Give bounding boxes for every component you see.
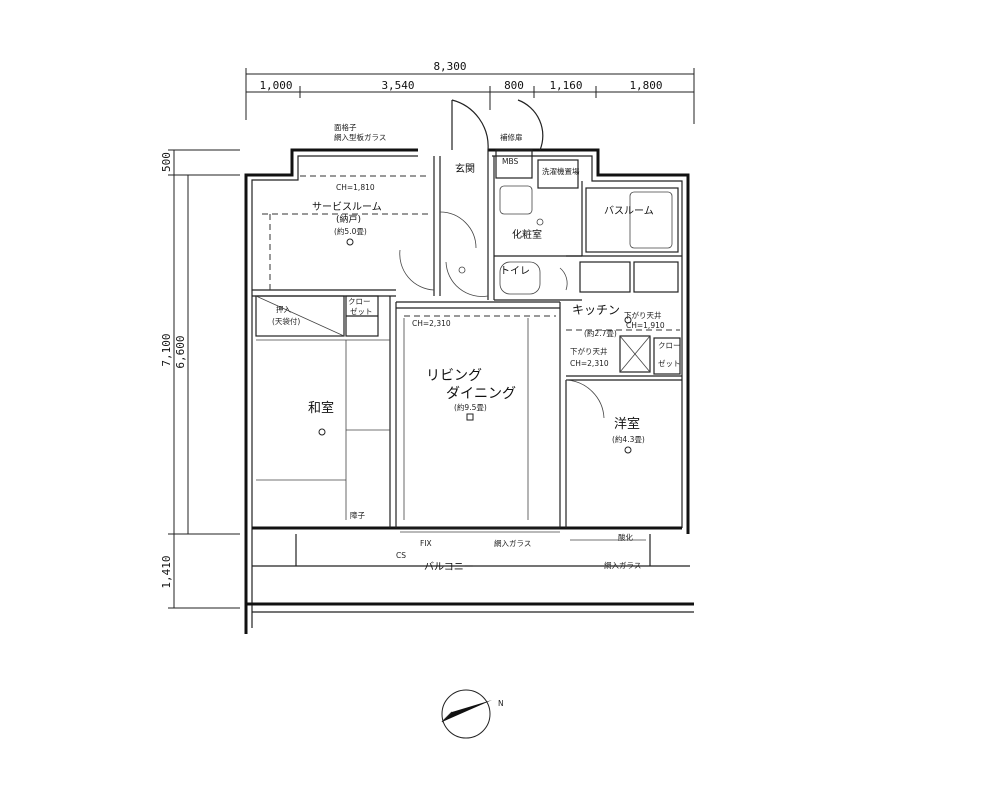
kitchen-ceiling2-label: 下がり天井 bbox=[570, 346, 608, 356]
segment-4-label: 1,160 bbox=[549, 79, 582, 92]
kitchen-ceiling-label: 下がり天井 bbox=[624, 310, 662, 320]
storage-top-label: 補修扉 bbox=[500, 132, 523, 142]
left-dimensions: 500 7,100 6,600 1,410 bbox=[160, 149, 240, 609]
outer-walls bbox=[244, 148, 694, 634]
kitchen-area-label: (約2.7畳) bbox=[584, 328, 617, 338]
entrance-label: 玄関 bbox=[455, 162, 475, 175]
living-area-label: (約9.5畳) bbox=[454, 402, 487, 412]
living-label-1: リビング bbox=[426, 368, 482, 384]
segment-1-label: 1,000 bbox=[259, 79, 292, 92]
living-label-2: ダイニング bbox=[446, 386, 516, 402]
left-dim-7100: 7,100 bbox=[160, 333, 173, 366]
service-room-ch-label: CH=1,810 bbox=[336, 183, 375, 192]
mbs-label: MBS bbox=[502, 157, 518, 166]
kitchen-ch2-label: CH=2,310 bbox=[570, 359, 609, 368]
north-label: N bbox=[498, 699, 504, 708]
left-dim-6600: 6,600 bbox=[174, 335, 187, 368]
north-arrow-icon: N bbox=[441, 689, 504, 739]
washroom-label: 化粧室 bbox=[512, 228, 542, 241]
service-room-sub-label: (納戸) bbox=[336, 213, 361, 225]
interior-walls bbox=[252, 99, 682, 541]
kitchen-label: キッチン bbox=[572, 303, 620, 317]
western-room-label: 洋室 bbox=[614, 416, 640, 432]
left-dim-1410: 1,410 bbox=[160, 555, 173, 588]
window-glass-label: 網入型板ガラス bbox=[334, 132, 386, 142]
room-labels: 面格子 網入型板ガラス 補修扉 MBS 洗濯機置場 玄関 サービスルーム (納戸… bbox=[272, 122, 681, 573]
window-grille-label: 面格子 bbox=[334, 122, 357, 132]
wired-glass2-label: 網入ガラス bbox=[604, 560, 641, 570]
segment-5-label: 1,800 bbox=[629, 79, 662, 92]
bathroom-label: バスルーム bbox=[604, 205, 654, 217]
closet-k1-label: クロー bbox=[658, 341, 681, 350]
total-width-label: 8,300 bbox=[433, 60, 466, 73]
cs-label: CS bbox=[396, 551, 406, 560]
acid-label: 酸化 bbox=[618, 532, 633, 542]
fix-label: FIX bbox=[420, 539, 432, 548]
closet-j2-label: ゼット bbox=[350, 306, 373, 316]
segment-3-label: 800 bbox=[504, 79, 524, 92]
toilet-label: トイレ bbox=[500, 266, 530, 277]
oshiire-sub-label: (天袋付) bbox=[272, 316, 300, 326]
kitchen-ch-label: CH=1,910 bbox=[626, 321, 665, 330]
wired-glass-label: 網入ガラス bbox=[494, 538, 531, 548]
top-dimensions: 8,300 1,000 3,540 800 1,160 1,800 bbox=[245, 60, 695, 124]
left-dim-500: 500 bbox=[160, 152, 173, 172]
japanese-room-label: 和室 bbox=[308, 400, 334, 416]
balcony-label: バルコニー bbox=[424, 561, 474, 573]
fixtures bbox=[318, 185, 632, 454]
closet-k2-label: ゼット bbox=[658, 358, 681, 368]
shoji-label: 障子 bbox=[350, 510, 365, 520]
segment-2-label: 3,540 bbox=[381, 79, 414, 92]
closet-j1-label: クロー bbox=[348, 297, 371, 306]
living-ch-label: CH=2,310 bbox=[412, 319, 451, 328]
western-room-area-label: (約4.3畳) bbox=[612, 434, 645, 444]
washing-machine-label: 洗濯機置場 bbox=[542, 166, 580, 176]
service-room-area-label: (約5.0畳) bbox=[334, 226, 367, 236]
oshiire-label: 押入 bbox=[276, 304, 291, 314]
service-room-label: サービスルーム bbox=[312, 201, 382, 213]
